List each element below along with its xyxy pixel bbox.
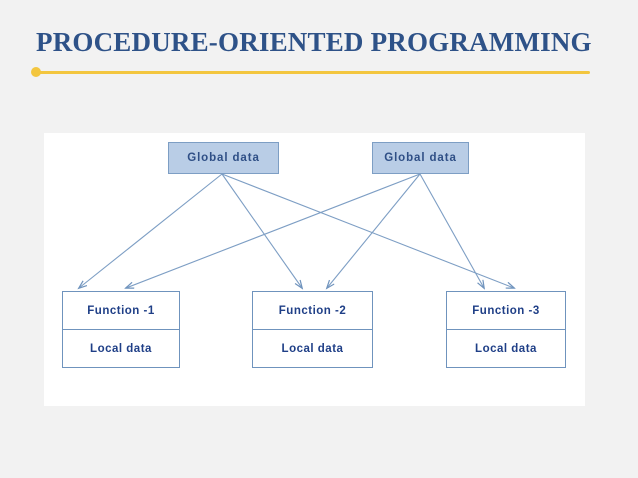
function-box-1-data-cell: Local data xyxy=(63,330,179,367)
global-data-box-1-label: Global data xyxy=(187,152,260,164)
function-box-2-title: Function -2 xyxy=(278,304,347,317)
function-box-1-title: Function -1 xyxy=(87,304,155,317)
diagram-connectors xyxy=(44,173,585,406)
function-box-2-data: Local data xyxy=(281,342,344,355)
title-underline-dot xyxy=(31,67,41,77)
global-data-box-2: Global data xyxy=(372,142,469,174)
global-data-box-1: Global data xyxy=(168,142,279,174)
function-box-2: Function -2 Local data xyxy=(252,291,373,368)
function-box-2-title-cell: Function -2 xyxy=(253,292,372,330)
connector-g2-f3 xyxy=(419,173,484,288)
connector-g1-f3 xyxy=(221,173,514,288)
page-title: PROCEDURE-ORIENTED PROGRAMMING xyxy=(36,27,592,57)
connector-g1-f2 xyxy=(221,173,302,288)
function-box-1: Function -1 Local data xyxy=(62,291,180,368)
function-box-1-title-cell: Function -1 xyxy=(63,292,179,330)
connector-g2-f2 xyxy=(327,173,421,288)
function-box-3-title-cell: Function -3 xyxy=(447,292,565,330)
function-box-3-data-cell: Local data xyxy=(447,330,565,367)
connector-g2-f1 xyxy=(126,173,421,288)
function-box-2-data-cell: Local data xyxy=(253,330,372,367)
diagram-panel: Global data Global data Function -1 Loca… xyxy=(44,133,585,406)
function-box-1-data: Local data xyxy=(90,342,152,355)
title-underline xyxy=(33,71,590,74)
function-box-3-title: Function -3 xyxy=(472,304,540,317)
connector-g1-f1 xyxy=(79,173,223,288)
function-box-3-data: Local data xyxy=(475,342,537,355)
function-box-3: Function -3 Local data xyxy=(446,291,566,368)
global-data-box-2-label: Global data xyxy=(384,152,457,164)
